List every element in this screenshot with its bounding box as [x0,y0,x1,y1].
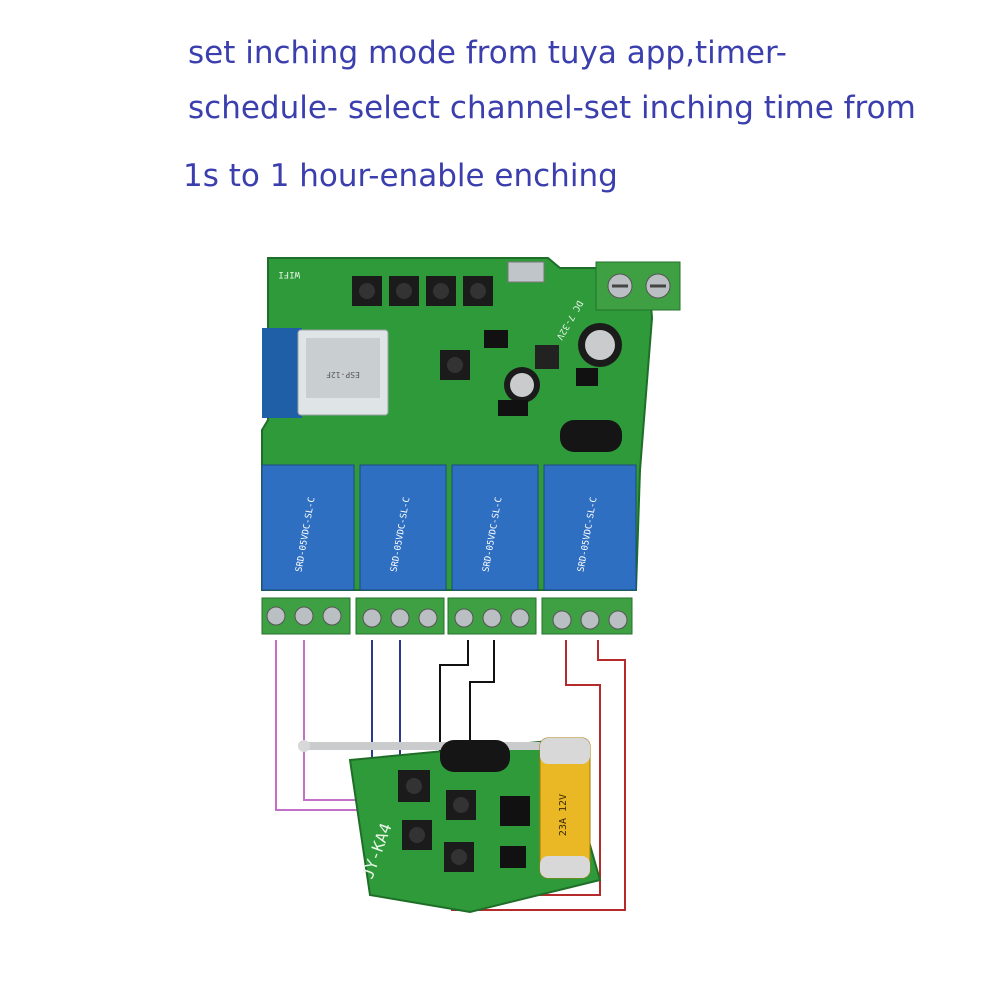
output-terminals [261,597,633,635]
caption-line-3: 1s to 1 hour-enable enching [183,158,618,194]
caption-line-1: set inching mode from tuya app,timer- [188,35,787,71]
wifi-label: WIFI [278,269,300,279]
antenna [300,742,550,750]
caption-line-2: schedule- select channel-set inching tim… [188,90,916,126]
relay-2: SRD-05VDC-SL-C [359,464,447,591]
module-label: ESP-12F [326,370,360,379]
battery-icon: 23A 12V [539,737,591,879]
relay-4: SRD-05VDC-SL-C [543,464,637,591]
relays: SRD-05VDC-SL-C SRD-05VDC-SL-C SRD-05VDC-… [261,464,637,591]
battery-label: 23A 12V [558,794,569,836]
usb-port [507,261,545,283]
rf-receiver [560,420,622,452]
remote-control-board: JY-KA4 23A 12V [298,737,602,914]
relay-3: SRD-05VDC-SL-C [451,464,539,591]
antenna-icon [262,328,302,418]
power-terminal [595,261,681,311]
relay-1: SRD-05VDC-SL-C [261,464,355,591]
pcb-buttons [352,276,493,380]
